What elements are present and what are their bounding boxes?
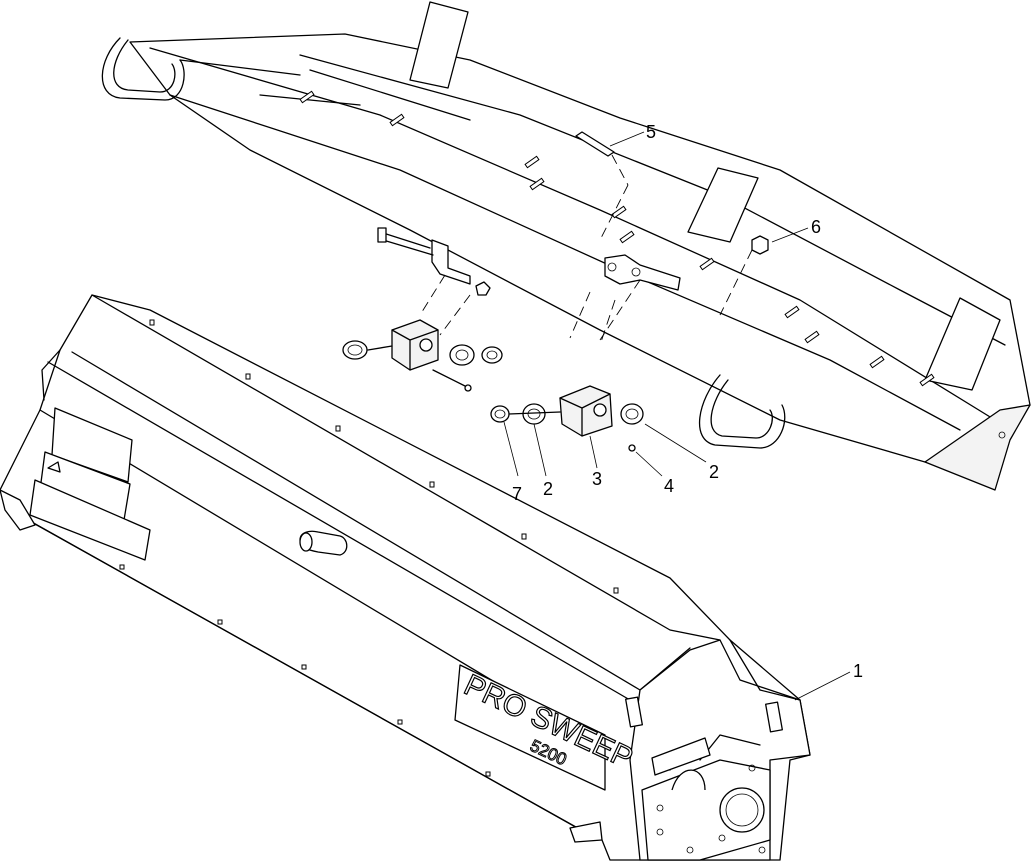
callout-6: 6 <box>811 217 821 237</box>
frame-slots <box>299 90 935 387</box>
main-hopper-body <box>0 294 811 861</box>
left-pivot-assembly <box>342 274 503 392</box>
callout-3: 3 <box>592 469 602 489</box>
callout-2b: 2 <box>709 462 719 482</box>
callout-7: 7 <box>512 484 522 504</box>
callout-labels: 5 6 1 7 2 3 4 2 <box>512 122 863 681</box>
callout-4: 4 <box>664 476 674 496</box>
right-pivot-assembly <box>490 291 644 452</box>
callout-5: 5 <box>646 122 656 142</box>
nut-item-6 <box>599 235 769 341</box>
callout-1: 1 <box>853 661 863 681</box>
hopper-holes <box>119 319 619 777</box>
callout-leaders <box>503 131 851 701</box>
bolt-item-5 <box>575 131 629 241</box>
mount-frame <box>101 1 1031 491</box>
callout-2a: 2 <box>543 479 553 499</box>
